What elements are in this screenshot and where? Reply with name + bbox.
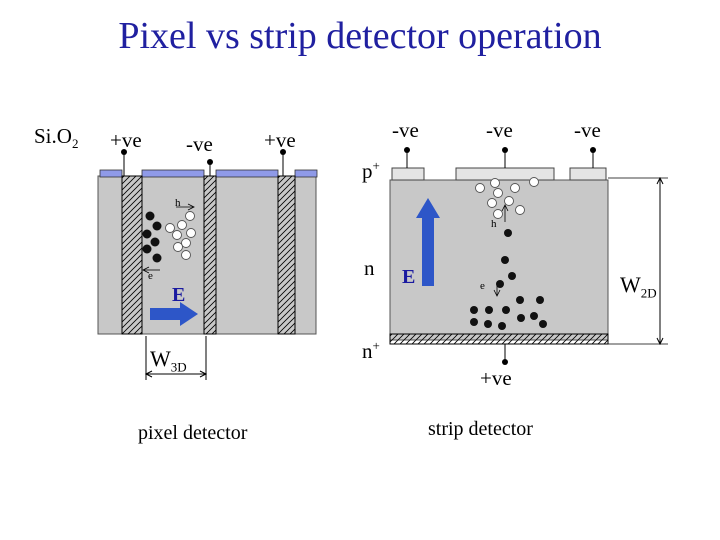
strip-caption: strip detector <box>428 418 533 440</box>
strip-nplus-layer <box>389 333 609 345</box>
strip-implant-3 <box>569 167 607 181</box>
pixel-top-label-2: -ve <box>186 132 213 156</box>
pixel-top-label-3: +ve <box>264 128 296 152</box>
pixel-detector <box>97 149 318 380</box>
strip-electron-label: e <box>480 280 485 292</box>
slide-title: Pixel vs strip detector operation <box>118 15 602 57</box>
strip-bottom-label: +ve <box>480 366 512 390</box>
strip-contact-dot-1 <box>404 147 410 153</box>
strip-top-label-3: -ve <box>574 118 601 142</box>
pixel-hole-label: h <box>175 197 181 209</box>
p-plus-label: p+ <box>362 158 380 183</box>
pixel-contact-dot-1 <box>121 149 127 155</box>
pixel-field-arrow <box>150 302 198 326</box>
strip-electrons <box>470 229 547 330</box>
strip-top-label-1: -ve <box>392 118 419 142</box>
pixel-oxide-1 <box>99 169 123 178</box>
strip-implant-2 <box>455 167 555 181</box>
pixel-width-label: W3D <box>150 346 187 375</box>
strip-implant-1 <box>391 167 425 181</box>
n-bulk-label: n <box>364 256 375 280</box>
pixel-electrode-1 <box>121 175 143 335</box>
strip-field-label: E <box>402 266 416 288</box>
strip-top-label-2: -ve <box>486 118 513 142</box>
sio2-label: Si.O2 <box>34 124 79 152</box>
pixel-holes <box>165 211 196 260</box>
pixel-top-label-1: +ve <box>110 128 142 152</box>
strip-width-label: W2D <box>620 272 657 301</box>
strip-bottom-contact-dot <box>502 359 508 365</box>
strip-field-arrow <box>416 198 440 286</box>
pixel-caption: pixel detector <box>138 422 248 444</box>
strip-holes <box>475 177 539 219</box>
pixel-oxide-2 <box>141 169 205 178</box>
pixel-electrode-2 <box>203 175 217 335</box>
pixel-oxide-4 <box>294 169 318 178</box>
pixel-contact-dot-3 <box>280 149 286 155</box>
pixel-oxide-3 <box>215 169 279 178</box>
strip-hole-label: h <box>491 218 497 230</box>
n-plus-label: n+ <box>362 338 380 363</box>
pixel-electrons <box>142 211 162 263</box>
pixel-contact-dot-2 <box>207 159 213 165</box>
pixel-field-label: E <box>172 284 186 306</box>
pixel-electron-label: e <box>148 270 153 282</box>
strip-detector <box>389 147 668 365</box>
strip-contact-dot-3 <box>590 147 596 153</box>
strip-contact-dot-2 <box>502 147 508 153</box>
pixel-electrode-3 <box>277 175 296 335</box>
